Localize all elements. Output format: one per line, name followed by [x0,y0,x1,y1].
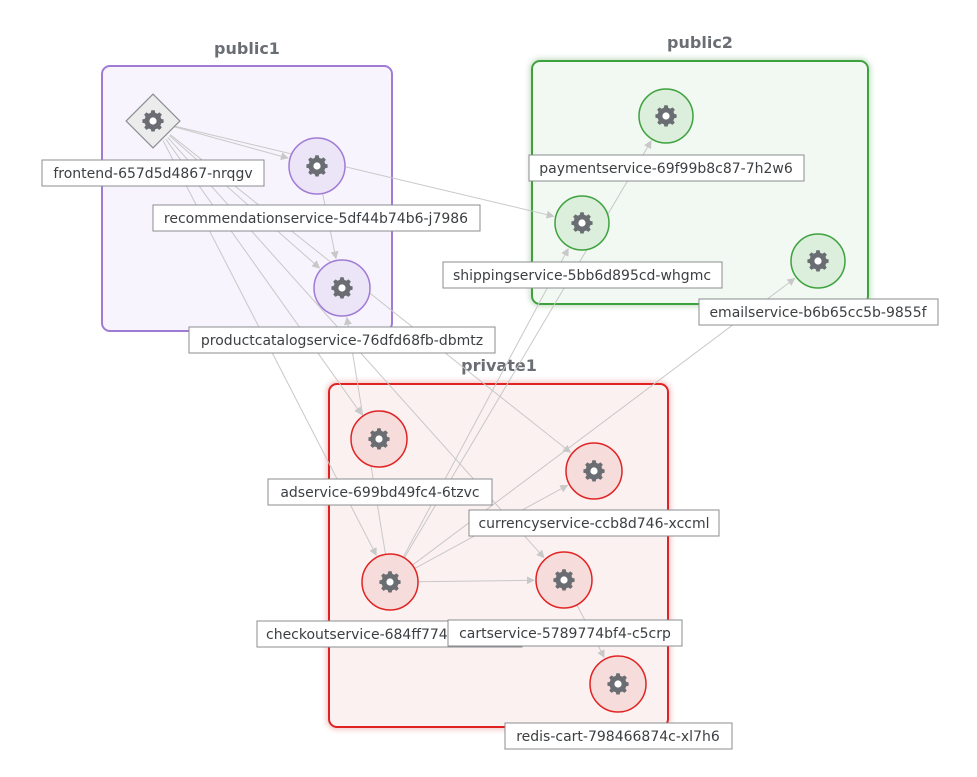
label-ad-text: adservice-699bd49fc4-6tzvc [280,485,479,501]
label-recommendation[interactable]: recommendationservice-5df44b74b6-j7986 [152,204,481,232]
node-cart[interactable] [535,551,593,609]
node-currency[interactable] [565,442,623,500]
group-public2-title: public2 [667,33,733,52]
gear-icon [142,110,164,132]
node-frontend[interactable] [125,93,181,149]
edge-frontend-to-shipping[interactable] [174,125,555,219]
gear-icon [379,571,401,593]
label-cart-box [447,619,683,647]
edge-checkout-to-cart[interactable] [417,576,535,585]
group-public1-title: public1 [214,39,280,58]
label-ad[interactable]: adservice-699bd49fc4-6tzvc [267,478,493,506]
label-redis-text: redis-cart-798466874c-xl7h6 [516,729,720,745]
node-ad[interactable] [350,410,408,468]
label-recommendation-box [152,204,481,232]
label-redis[interactable]: redis-cart-798466874c-xl7h6 [504,722,733,750]
node-checkout[interactable] [361,553,419,611]
gear-icon [807,250,829,272]
node-shipping[interactable] [554,195,610,251]
gear-icon [607,673,629,695]
label-shipping-box [442,261,723,289]
gear-icon [553,569,575,591]
node-recommendation[interactable] [288,137,346,195]
gear-icon [306,155,328,177]
label-productcatalog-text: productcatalogservice-76dfd68fb-dbmtz [201,333,483,349]
edge-frontend-to-productcatalog[interactable] [169,135,321,269]
label-payment[interactable]: paymentservice-69f99b8c87-7h2w6 [528,154,805,182]
gear-icon [368,428,390,450]
label-currency[interactable]: currencyservice-ccb8d746-xccml [468,509,720,537]
edge-frontend-to-currency[interactable] [169,134,572,453]
gear-icon [583,460,605,482]
label-payment-box [528,154,805,182]
group-public2[interactable]: public2 [531,33,869,305]
node-redis[interactable] [589,655,647,713]
label-email-box [698,298,939,326]
label-payment-text: paymentservice-69f99b8c87-7h2w6 [539,161,793,177]
label-checkout-text: checkoutservice-684ff774 [266,627,448,643]
label-cart-text: cartservice-5789774bf4-c5crp [459,626,671,642]
label-shipping[interactable]: shippingservice-5bb6d895cd-whgmc [442,261,723,289]
label-productcatalog[interactable]: productcatalogservice-76dfd68fb-dbmtz [188,326,496,354]
label-frontend-text: frontend-657d5d4867-nrqgv [53,166,252,182]
label-cart[interactable]: cartservice-5789774bf4-c5crp [447,619,683,647]
gear-icon [655,105,677,127]
label-currency-box [468,509,720,537]
label-shipping-text: shippingservice-5bb6d895cd-whgmc [453,268,711,284]
edge-checkout-to-shipping[interactable] [402,247,569,558]
edge-frontend-to-recommendation[interactable] [174,126,289,161]
label-frontend-box [41,159,265,187]
node-email[interactable] [790,233,846,289]
label-redis-box [504,722,733,750]
label-productcatalog-box [188,326,496,354]
label-ad-box [267,478,493,506]
group-private1-title: private1 [461,356,537,375]
gear-icon [331,277,353,299]
label-currency-text: currencyservice-ccb8d746-xccml [478,516,709,532]
node-productcatalog[interactable] [313,259,371,317]
label-email[interactable]: emailservice-b6b65cc5b-9855f [698,298,939,326]
label-recommendation-text: recommendationservice-5df44b74b6-j7986 [164,211,468,227]
gear-icon [571,212,593,234]
label-frontend[interactable]: frontend-657d5d4867-nrqgv [41,159,265,187]
label-email-text: emailservice-b6b65cc5b-9855f [709,305,927,321]
node-payment[interactable] [638,88,694,144]
